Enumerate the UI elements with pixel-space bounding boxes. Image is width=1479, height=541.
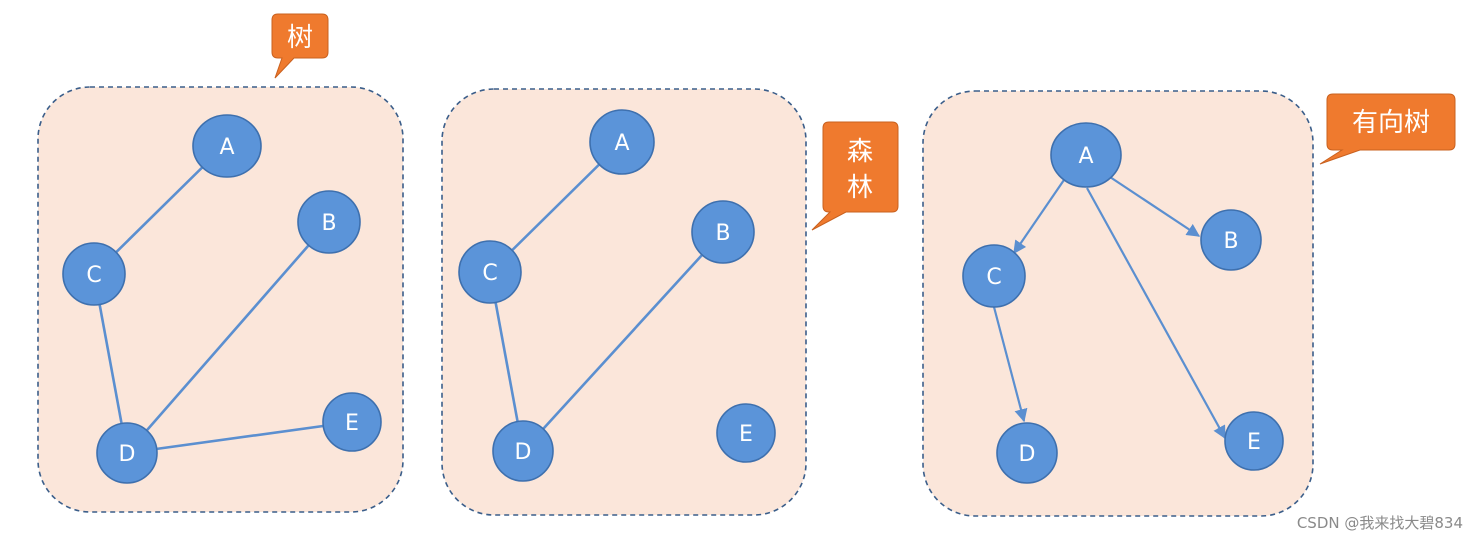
- node-e: E: [1224, 411, 1284, 471]
- node-label: B: [715, 221, 730, 246]
- edge-d-b: [522, 231, 724, 452]
- edge-d-b: [126, 221, 330, 454]
- callout-label: 有向树: [1352, 108, 1430, 138]
- node-d: D: [492, 420, 554, 482]
- forest-callout: 森 林: [811, 121, 899, 231]
- node-label: B: [321, 211, 336, 236]
- edge-d-e: [126, 420, 353, 455]
- directed-tree-panel: A C B D E 有向树: [922, 90, 1456, 517]
- arc-a-c: [1013, 176, 1067, 255]
- node-b: B: [691, 200, 755, 264]
- callout-label: 林: [847, 173, 873, 203]
- callout-label: 森: [847, 137, 873, 167]
- node-d: D: [96, 422, 158, 484]
- node-label: E: [1247, 430, 1261, 455]
- node-c: C: [962, 244, 1026, 308]
- arc-a-b: [1109, 176, 1201, 237]
- node-a: A: [1050, 122, 1122, 188]
- arc-c-d: [992, 306, 1028, 423]
- directed-tree-callout: 有向树: [1319, 93, 1456, 165]
- callout-label: 树: [287, 23, 313, 53]
- node-label: A: [1078, 144, 1093, 169]
- node-e: E: [322, 392, 382, 452]
- node-b: B: [1200, 209, 1262, 271]
- node-label: A: [219, 135, 234, 160]
- node-label: C: [482, 261, 497, 286]
- node-label: A: [614, 131, 629, 156]
- node-label: E: [345, 411, 359, 436]
- node-c: C: [62, 242, 126, 306]
- watermark: CSDN @我来找大碧834: [1296, 514, 1463, 532]
- panel-background: [441, 88, 807, 516]
- node-label: D: [1019, 442, 1036, 467]
- forest-panel: A C B D E 森 林: [441, 88, 899, 516]
- node-c: C: [458, 240, 522, 304]
- node-label: E: [739, 422, 753, 447]
- tree-callout: 树: [271, 13, 329, 79]
- node-label: D: [515, 440, 532, 465]
- node-label: C: [986, 265, 1001, 290]
- node-d: D: [996, 422, 1058, 484]
- node-a: A: [589, 109, 655, 175]
- node-label: B: [1223, 229, 1238, 254]
- node-a: A: [192, 114, 262, 178]
- arc-a-e: [1086, 187, 1226, 440]
- node-e: E: [716, 403, 776, 463]
- panel-background: [37, 86, 404, 513]
- node-label: C: [86, 263, 101, 288]
- tree-panel: A C B D E 树: [37, 13, 404, 513]
- node-b: B: [297, 190, 361, 254]
- node-label: D: [119, 442, 136, 467]
